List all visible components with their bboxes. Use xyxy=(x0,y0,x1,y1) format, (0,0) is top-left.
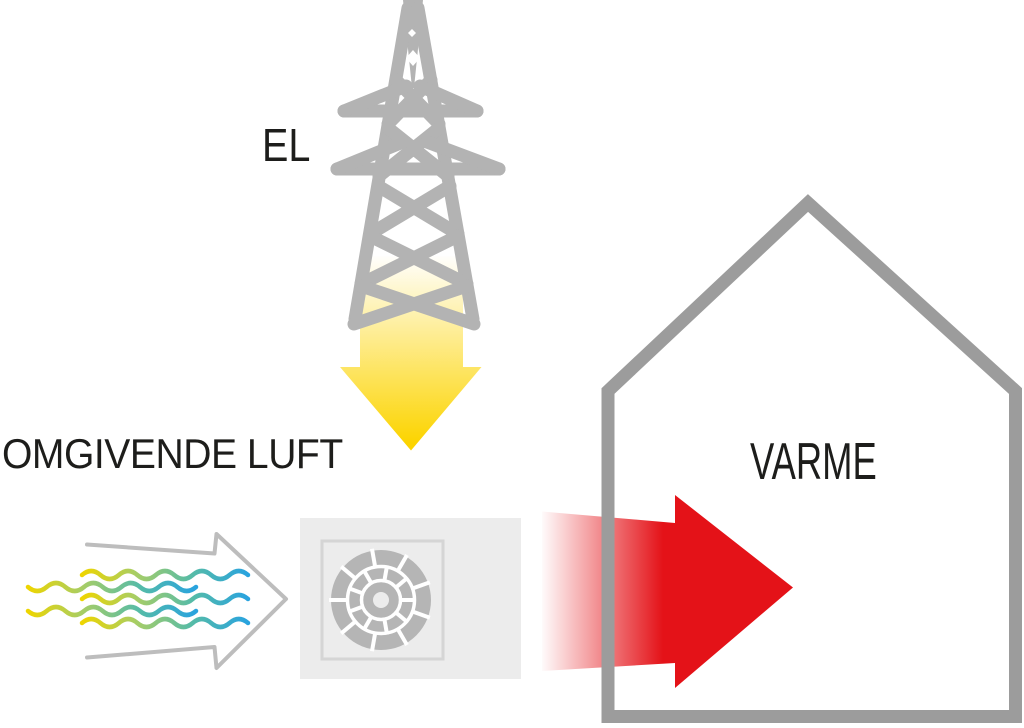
heat-pump-grille-frame xyxy=(320,539,445,661)
electricity-down-arrow-icon xyxy=(340,256,482,451)
fan-part xyxy=(410,580,431,591)
power-pylon-icon xyxy=(330,0,506,331)
air-flow-arrow-icon xyxy=(85,532,288,670)
fan-part xyxy=(370,548,378,569)
fan-part xyxy=(370,631,378,652)
air-wave-line xyxy=(79,616,251,630)
ambient-air-label: OMGIVENDE LUFT xyxy=(2,430,343,477)
fan-part xyxy=(410,609,431,620)
air-waves-icon xyxy=(25,568,251,630)
fan-part xyxy=(373,592,389,608)
heat-label: VARME xyxy=(750,433,877,491)
heat-pump-fan-icon xyxy=(329,548,431,652)
fan-part xyxy=(395,626,409,647)
air-wave-line xyxy=(25,580,199,594)
air-wave-line xyxy=(79,568,251,582)
fan-part xyxy=(359,578,403,622)
fan-part xyxy=(345,564,417,636)
air-wave-line xyxy=(25,604,199,618)
fan-part xyxy=(339,565,358,581)
heat-arrow-icon xyxy=(542,495,793,688)
fan-part xyxy=(395,553,409,574)
heat-pump-unit xyxy=(300,518,521,679)
fan-part xyxy=(339,619,358,635)
house-icon xyxy=(601,194,1022,723)
air-wave-line xyxy=(79,592,251,606)
electricity-label: EL xyxy=(262,119,311,171)
